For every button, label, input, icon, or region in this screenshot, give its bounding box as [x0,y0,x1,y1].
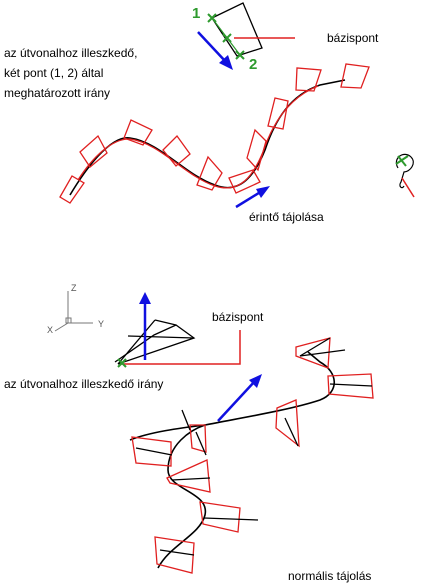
normal-rays [135,337,373,556]
tangent-label: érintő tájolása [249,210,324,224]
direction-text-line-1: az útvonalhoz illeszkedő, [4,46,137,60]
point-1-marker [207,13,217,23]
vertical-arrow [139,292,151,360]
normal-arrow [217,374,262,422]
point-mid-marker [222,33,232,43]
axis-z-label: Z [71,283,77,293]
top-base-shape [211,2,295,57]
axis-y-label: Y [98,319,104,329]
ucs-icon [54,291,93,332]
direction-text-line-3: meghatározott irány [4,86,110,100]
bottom-direction-label: az útvonalhoz illeszkedő irány [4,377,163,391]
top-section: 1 2 bázispont az útvonalhoz illeszkedő, … [4,2,415,224]
small-object [395,153,415,198]
bottom-base-label: bázispont [212,310,264,324]
direction-text-line-2: két pont (1, 2) által [4,66,103,80]
bottom-section: Z Y X bázispont az útvonalhoz illeszkedő… [4,283,374,583]
tangent-quads [59,63,370,204]
bottom-base-shape [114,319,241,368]
point-2-marker [235,50,245,60]
point-1-label: 1 [192,5,200,22]
bottom-path-curve [157,351,336,569]
top-path-tangent-red [77,85,319,189]
axis-x-label: X [47,325,53,335]
top-path-curve [69,79,346,196]
normal-quads [131,337,374,574]
top-direction-arrow [197,31,233,70]
point-2-label: 2 [249,56,257,73]
tangent-arrow [235,186,270,209]
normal-label: normális tájolás [288,569,371,583]
top-base-label: bázispont [327,31,379,45]
